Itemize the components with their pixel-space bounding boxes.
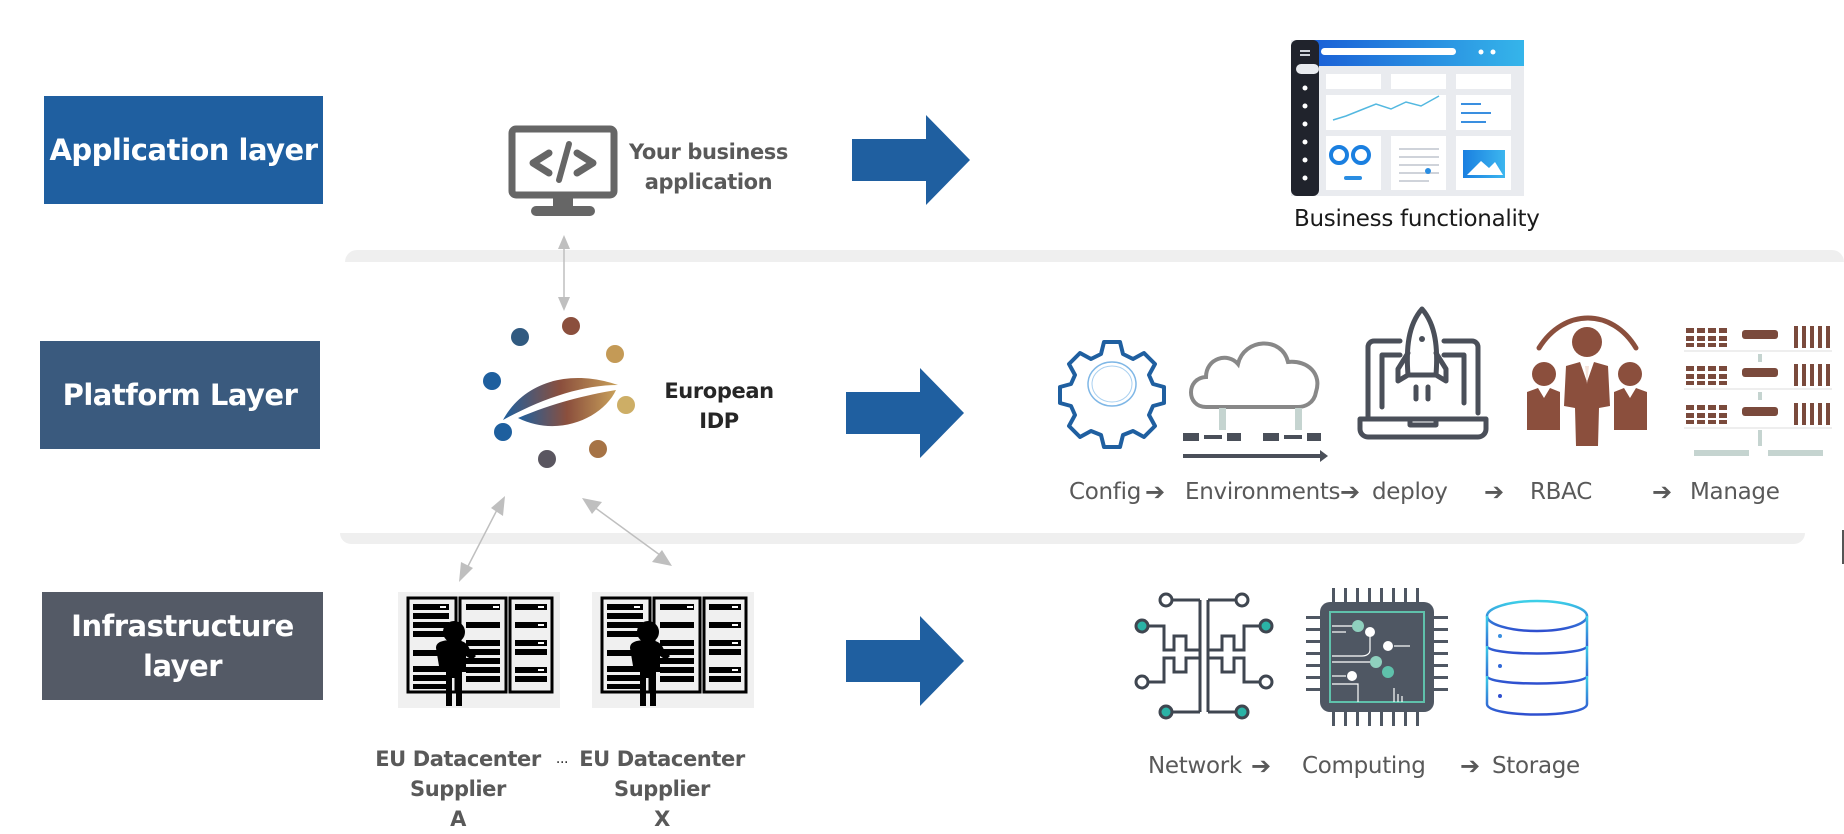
arrow-platform	[846, 368, 964, 458]
step-arrow-4: ➔	[1652, 479, 1673, 506]
layer-label-platform-text: Platform Layer	[62, 378, 298, 412]
infra-step-arrow-2: ➔	[1460, 753, 1481, 780]
datacenter-supplier-a-icon	[398, 592, 560, 708]
supplier-x-label: EU Datacenter Supplier X	[574, 744, 750, 834]
connector-app-idp	[558, 235, 570, 311]
supplier-a-line3: A	[450, 807, 466, 831]
dashboard-screenshot	[1291, 40, 1524, 196]
platform-band-top	[345, 250, 1844, 262]
network-circuit-icon	[1134, 592, 1274, 720]
step-label-computing: Computing	[1302, 753, 1426, 779]
gear-icon	[1058, 340, 1166, 449]
european-idp-logo	[483, 317, 635, 468]
supplier-a-label: EU Datacenter Supplier A	[370, 744, 546, 834]
arrow-infrastructure	[846, 616, 964, 706]
layer-label-infrastructure-text: Infrastructure layer	[71, 609, 294, 683]
supplier-x-line3: X	[654, 807, 670, 831]
layer-label-application-text: Application layer	[49, 133, 318, 167]
supplier-ellipsis: ...	[555, 751, 569, 767]
cpu-chip-icon	[1306, 588, 1448, 726]
european-idp-label: European IDP	[664, 379, 774, 433]
step-label-storage: Storage	[1492, 753, 1580, 779]
supplier-x-line2: Supplier	[614, 777, 710, 801]
infra-step-arrow-1: ➔	[1251, 753, 1272, 780]
supplier-x-line1: EU Datacenter	[579, 747, 745, 771]
step-arrow-3: ➔	[1484, 479, 1505, 506]
rocket-laptop-icon	[1357, 306, 1489, 440]
step-label-manage: Manage	[1690, 479, 1780, 505]
datacenter-supplier-x-icon	[590, 590, 756, 710]
step-arrow-2: ➔	[1340, 479, 1361, 506]
step-label-config: Config	[1069, 479, 1141, 505]
supplier-a-line2: Supplier	[410, 777, 506, 801]
layer-label-infrastructure: Infrastructure layer	[42, 592, 323, 700]
code-monitor-icon	[508, 125, 618, 216]
supplier-a-line1: EU Datacenter	[375, 747, 541, 771]
edge-marker	[1842, 530, 1844, 564]
step-label-environments: Environments	[1185, 479, 1341, 505]
step-arrow-1: ➔	[1145, 479, 1166, 506]
database-icon	[1485, 599, 1589, 716]
arrow-application	[852, 115, 970, 205]
team-roles-icon	[1527, 315, 1647, 446]
platform-band-bottom	[340, 533, 1805, 544]
server-rack-manage-icon	[1684, 326, 1832, 456]
step-label-deploy: deploy	[1372, 479, 1448, 505]
layer-label-platform: Platform Layer	[40, 341, 320, 449]
layer-label-application: Application layer	[44, 96, 323, 204]
connector-idp-supplier-a	[459, 496, 505, 582]
business-application-label: Your business application	[629, 140, 788, 194]
cloud-environments-icon	[1183, 341, 1328, 462]
connector-idp-supplier-x	[582, 498, 672, 566]
step-label-network: Network	[1148, 753, 1242, 779]
step-label-rbac: RBAC	[1530, 479, 1592, 505]
business-functionality-caption: Business functionality	[1294, 206, 1540, 232]
